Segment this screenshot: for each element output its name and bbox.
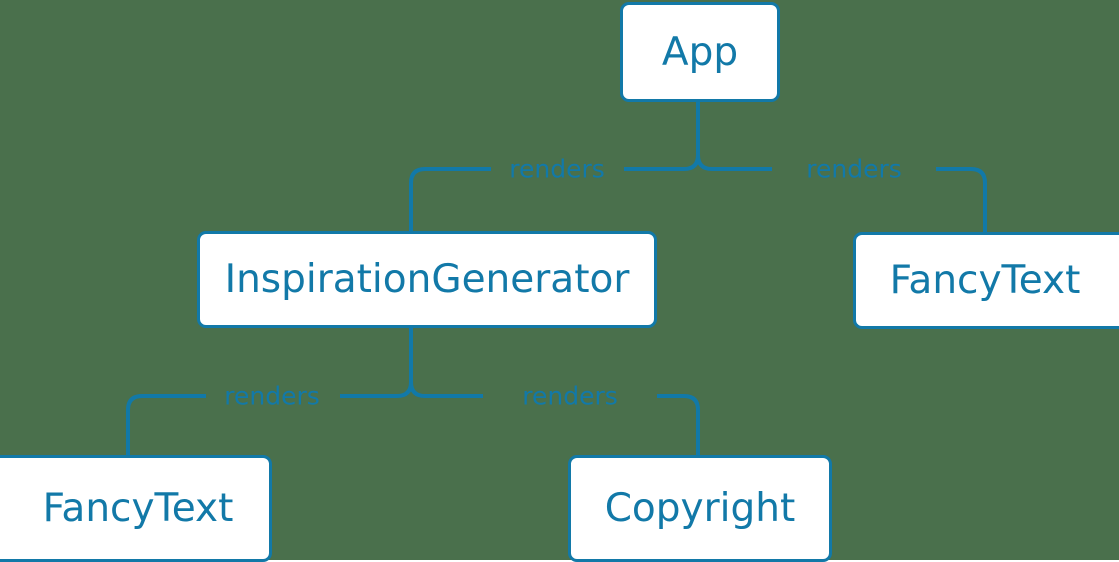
edge-label-app-to-inspiration-generator: renders	[509, 154, 605, 184]
edge-ig-copyright-left-anchor	[340, 328, 413, 398]
edge-ig-fancytext-segment	[126, 394, 206, 455]
node-app-label: App	[661, 29, 739, 75]
edge-ig-copyright-right-segment	[657, 394, 700, 455]
edge-label-app-to-fancytext: renders	[806, 154, 902, 184]
edge-app-fancytext-left-segment	[696, 101, 772, 171]
node-app[interactable]: App	[620, 2, 780, 102]
node-inspiration-generator[interactable]: InspirationGenerator	[197, 231, 657, 328]
edge-ig-copyright-mid-segment	[409, 328, 483, 398]
edge-app-fancytext-right-segment	[936, 167, 987, 232]
node-inspiration-generator-label: InspirationGenerator	[224, 257, 630, 302]
edge-app-inspiration-left-segment	[409, 167, 491, 231]
edge-app-inspiration-right-segment	[624, 101, 700, 171]
node-fancytext-right[interactable]: FancyText	[853, 232, 1119, 329]
node-copyright[interactable]: Copyright	[568, 455, 832, 562]
edge-label-inspiration-generator-to-copyright: renders	[522, 381, 618, 411]
edge-label-inspiration-generator-to-fancytext: renders	[224, 381, 320, 411]
node-fancytext-right-label: FancyText	[889, 258, 1081, 303]
node-fancytext-left[interactable]: FancyText	[0, 455, 272, 562]
node-copyright-label: Copyright	[604, 486, 796, 531]
node-fancytext-left-label: FancyText	[42, 486, 234, 531]
